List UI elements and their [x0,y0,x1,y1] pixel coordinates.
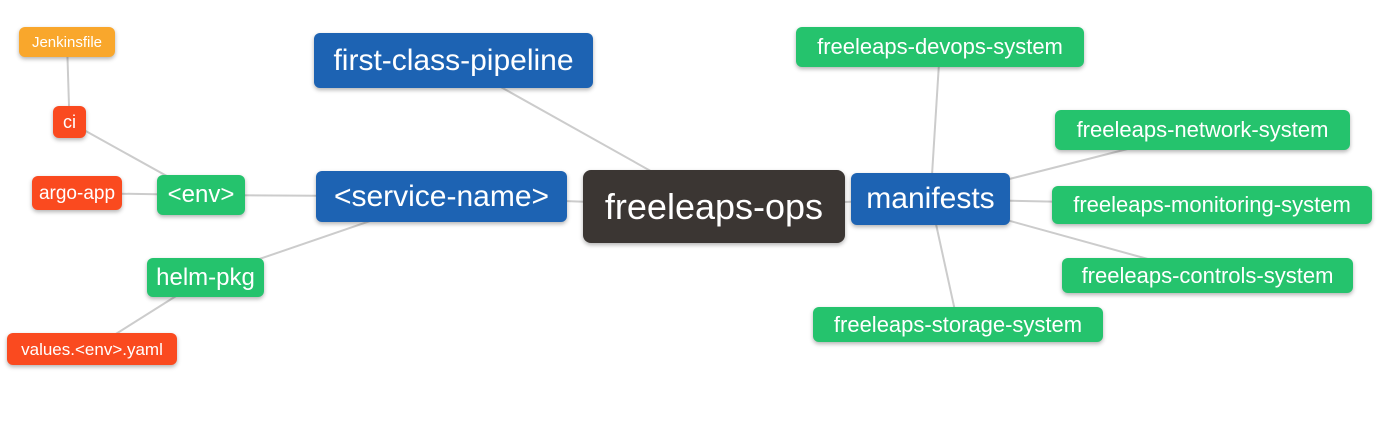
node-freeleaps-storage-system[interactable]: freeleaps-storage-system [813,307,1103,342]
node-jenkinsfile[interactable]: Jenkinsfile [19,27,115,57]
node-argo-app[interactable]: argo-app [32,176,122,210]
node-label-manifests: manifests [866,182,995,215]
node-label-freeleaps-devops-system: freeleaps-devops-system [817,34,1063,59]
node-label-freeleaps-monitoring-system: freeleaps-monitoring-system [1073,192,1351,217]
node-freeleaps-network-system[interactable]: freeleaps-network-system [1055,110,1350,150]
node-freeleaps-devops-system[interactable]: freeleaps-devops-system [796,27,1084,67]
node-label-ci: ci [63,112,76,132]
node-label-freeleaps-ops: freeleaps-ops [604,185,824,227]
node-label-service-name: <service-name> [333,179,550,213]
node-label-freeleaps-network-system: freeleaps-network-system [1076,117,1329,142]
node-label-freeleaps-storage-system: freeleaps-storage-system [833,311,1083,337]
node-label-argo-app: argo-app [38,182,116,204]
node-values-env-yaml[interactable]: values.<env>.yaml [7,333,177,365]
node-label-values-env-yaml: values.<env>.yaml [21,339,163,359]
node-freeleaps-monitoring-system[interactable]: freeleaps-monitoring-system [1052,186,1372,224]
node-helm-pkg[interactable]: helm-pkg [147,258,264,297]
node-label-jenkinsfile: Jenkinsfile [31,33,103,51]
node-manifests[interactable]: manifests [851,173,1010,225]
node-label-freeleaps-controls-system: freeleaps-controls-system [1081,262,1334,288]
node-freeleaps-controls-system[interactable]: freeleaps-controls-system [1062,258,1353,293]
node-first-class-pipeline[interactable]: first-class-pipeline [314,33,593,88]
node-env[interactable]: <env> [157,175,245,215]
node-label-first-class-pipeline: first-class-pipeline [333,43,574,77]
node-freeleaps-ops[interactable]: freeleaps-ops [583,170,845,243]
node-label-env: <env> [167,181,235,208]
node-ci[interactable]: ci [53,106,86,138]
node-service-name[interactable]: <service-name> [316,171,567,222]
node-label-helm-pkg: helm-pkg [156,263,255,291]
